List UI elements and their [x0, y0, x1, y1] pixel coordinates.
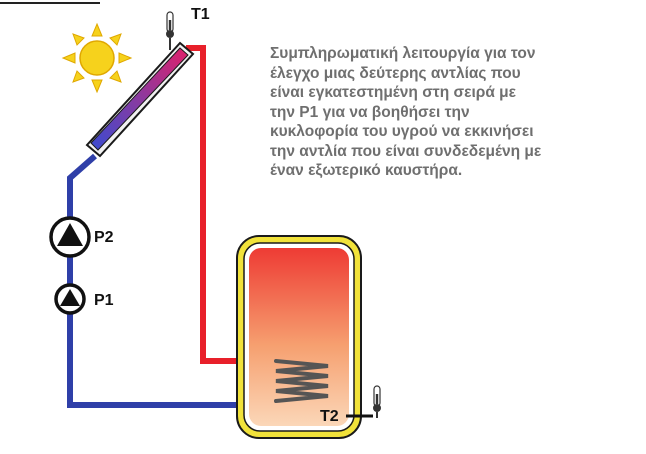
description-text: Συμπληρωματική λειτουργία για τον έλεγχο… [270, 45, 542, 179]
solar-collector-icon [85, 41, 195, 158]
t1-thermometer-icon [166, 11, 174, 50]
storage-tank-icon [236, 235, 362, 439]
p1-pump-icon [54, 283, 86, 315]
p2-label: P2 [94, 229, 114, 246]
p1-label: P1 [94, 292, 114, 309]
p2-pump-icon [49, 216, 91, 258]
t1-label: T1 [191, 6, 210, 23]
t2-thermometer-icon [373, 385, 381, 418]
sun-icon [61, 22, 133, 94]
heat-exchanger-coil [274, 359, 329, 403]
t2-label: T2 [320, 408, 339, 425]
